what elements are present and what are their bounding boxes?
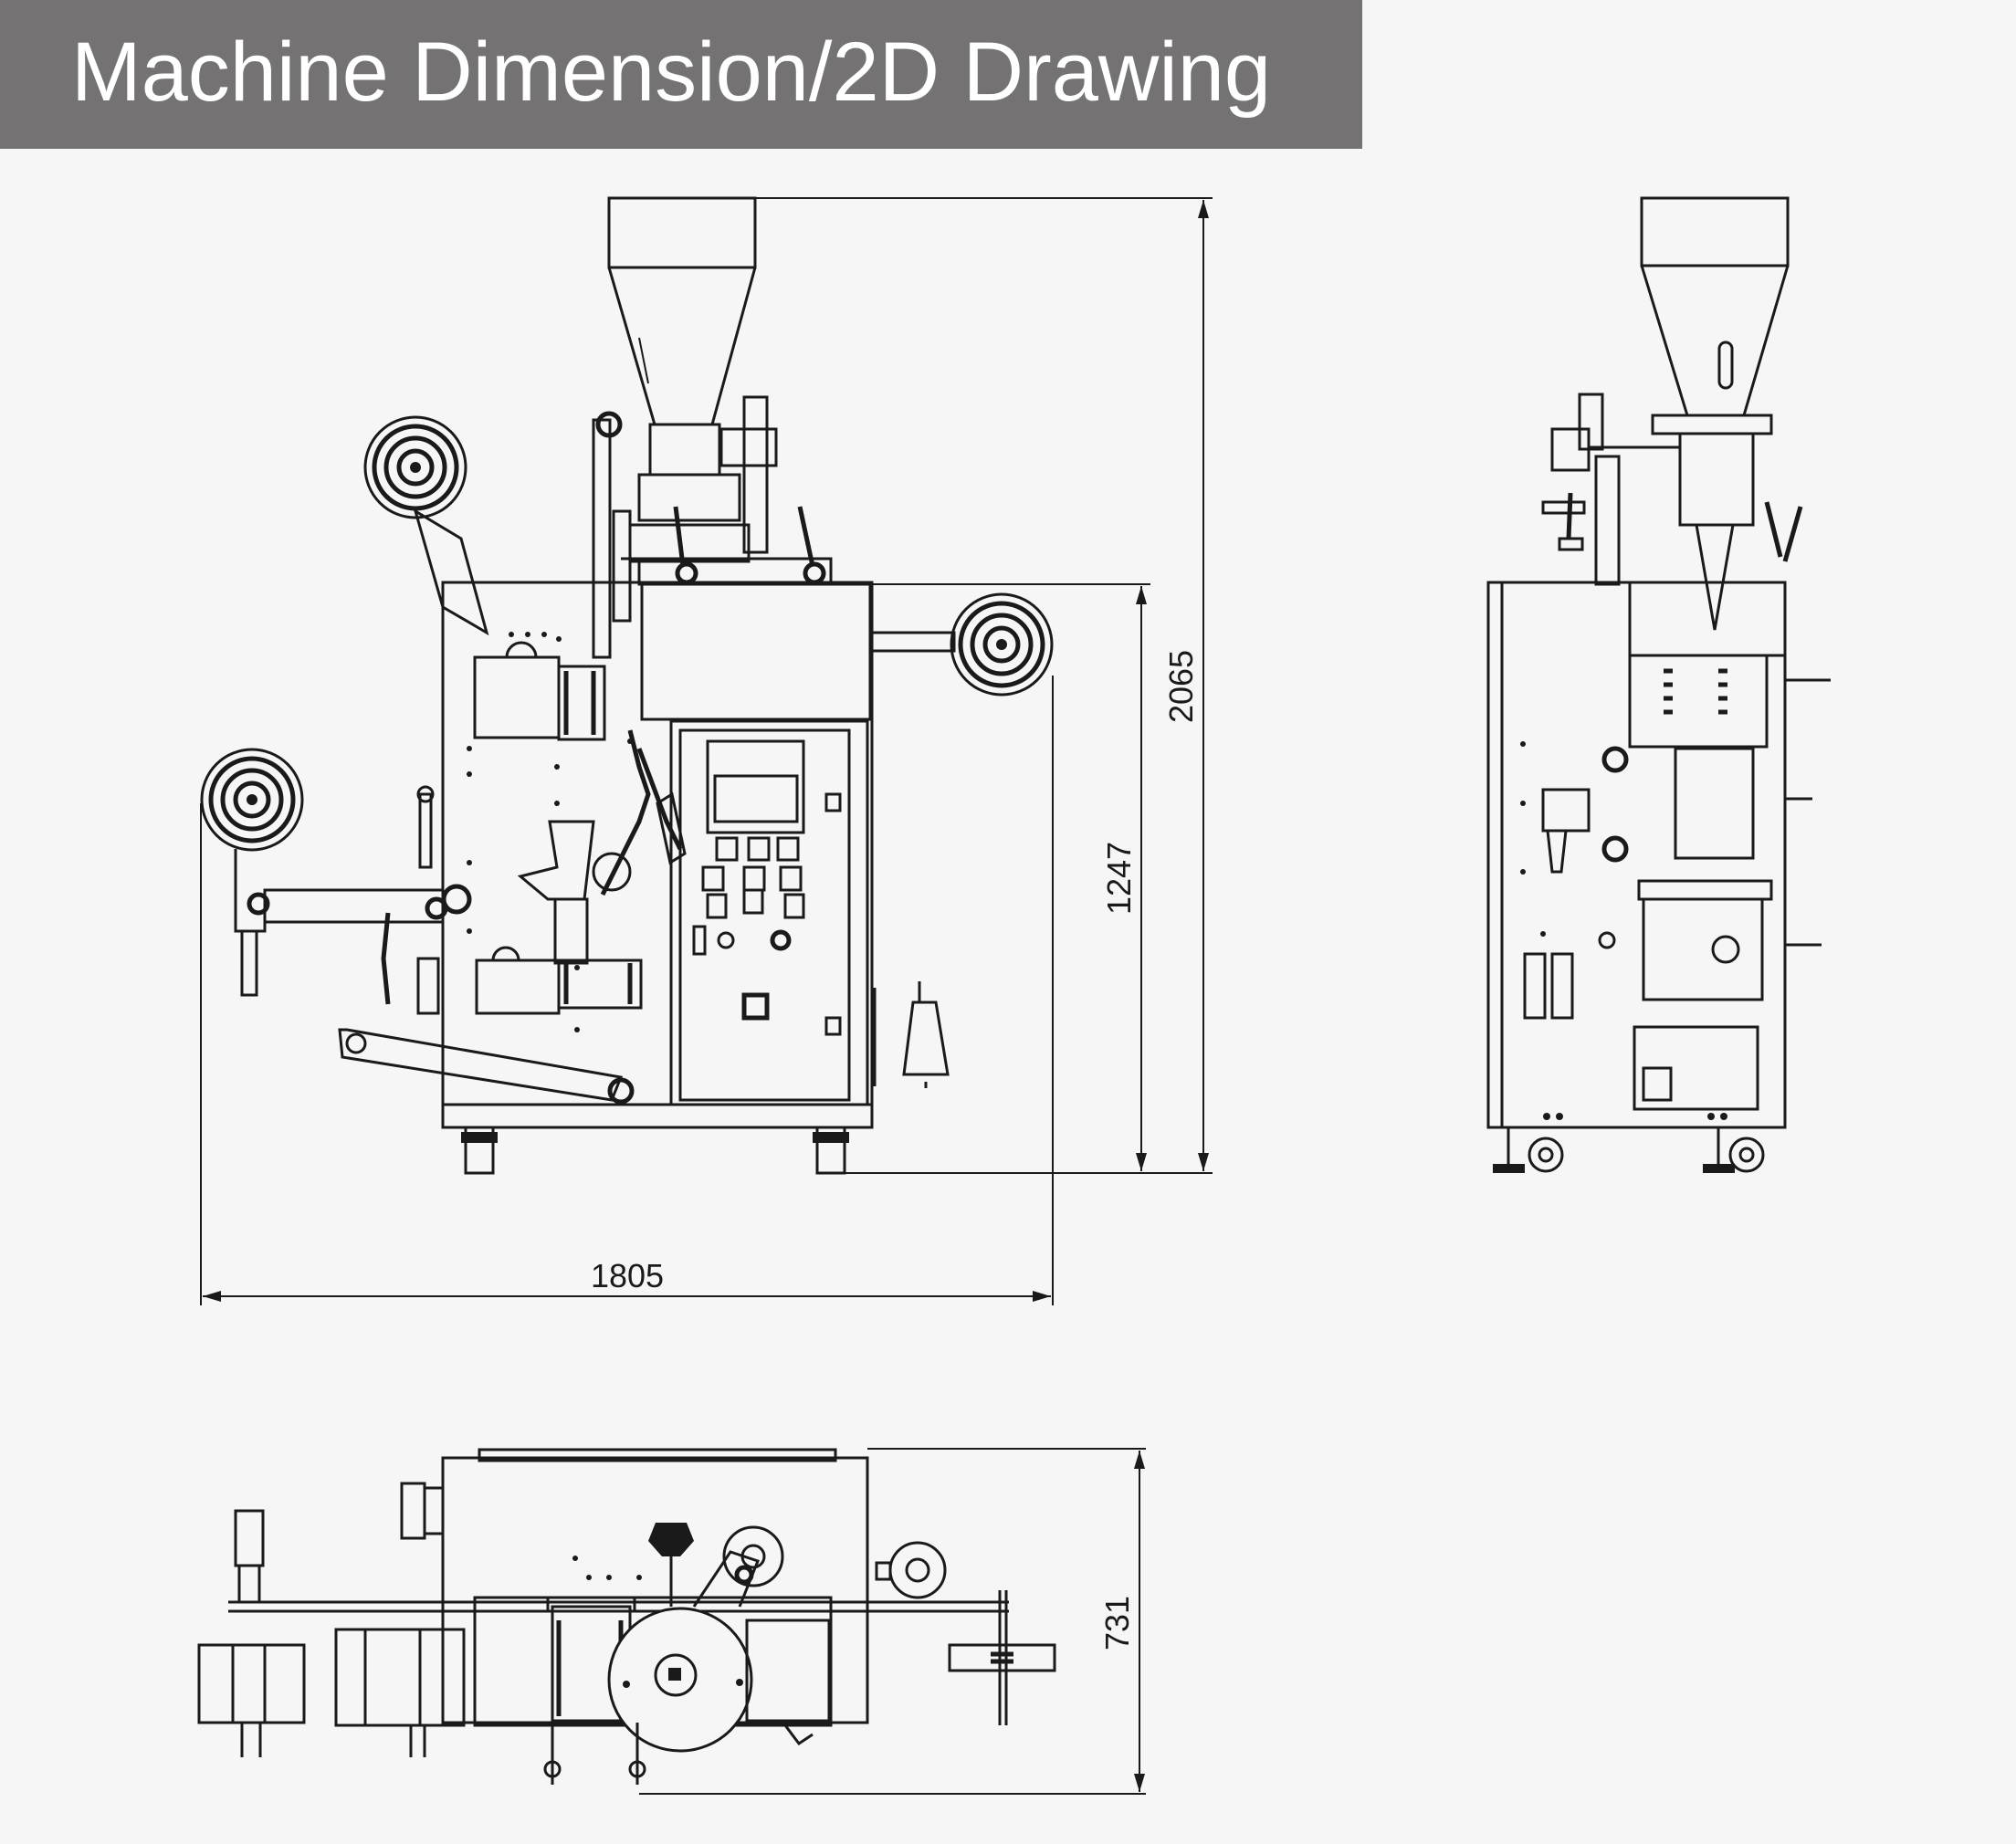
dimension-overall-width: 1805 bbox=[591, 1257, 664, 1294]
page-title: Machine Dimension/2D Drawing bbox=[71, 26, 1272, 119]
dimension-overall-height: 2065 bbox=[1162, 650, 1200, 723]
dimension-body-height: 1247 bbox=[1100, 842, 1138, 915]
dimension-lines bbox=[200, 197, 1213, 1795]
top-view bbox=[197, 1448, 1056, 1785]
side-view bbox=[1486, 196, 1831, 1173]
title-bar: Machine Dimension/2D Drawing bbox=[0, 0, 1362, 149]
dimension-depth: 731 bbox=[1098, 1596, 1136, 1650]
front-view bbox=[200, 196, 1054, 1175]
